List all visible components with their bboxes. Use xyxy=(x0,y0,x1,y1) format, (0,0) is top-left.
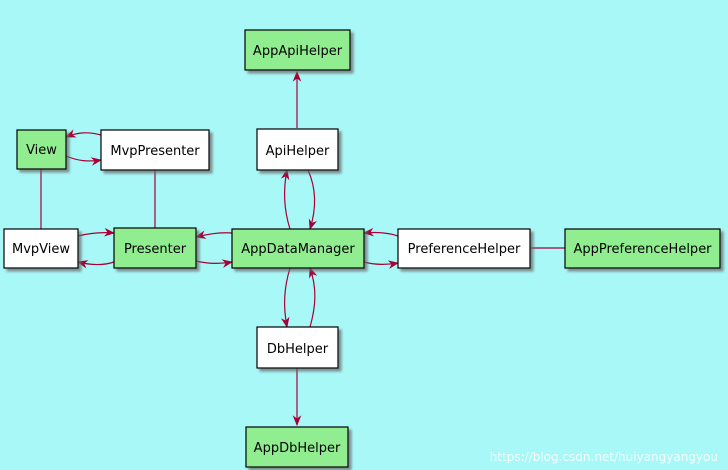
edge-mvpview-to-presenter xyxy=(77,227,116,237)
node-label: MvpView xyxy=(12,242,70,257)
node-label: ApiHelper xyxy=(266,144,330,159)
node-view[interactable]: View xyxy=(16,129,67,170)
node-label: View xyxy=(26,143,57,158)
node-label: DbHelper xyxy=(267,342,329,357)
edge-presenter-to-appdatamanager xyxy=(195,259,234,268)
node-presenter[interactable]: Presenter xyxy=(113,227,197,269)
edge-preferencehelper-to-appdatamanager xyxy=(362,227,399,237)
node-mvp-presenter[interactable]: MvpPresenter xyxy=(100,129,210,171)
node-mvp-view[interactable]: MvpView xyxy=(3,228,79,269)
node-label: AppDbHelper xyxy=(254,441,341,456)
edge-appdatamanager-to-dbhelper xyxy=(280,267,291,329)
edge-appdatamanager-to-presenter xyxy=(194,230,233,239)
node-app-data-manager[interactable]: AppDataManager xyxy=(231,228,365,269)
node-label: AppPreferenceHelper xyxy=(573,242,712,257)
edge-dbhelper-to-appdatamanager xyxy=(309,266,318,328)
node-label: AppApiHelper xyxy=(253,44,343,59)
node-label: PreferenceHelper xyxy=(408,242,521,257)
node-label: MvpPresenter xyxy=(110,144,200,159)
edge-view-to-mvppresenter xyxy=(65,155,103,166)
edge-mvppresenter-to-view xyxy=(64,129,102,138)
node-label: Presenter xyxy=(124,242,187,257)
node-app-preference-helper[interactable]: AppPreferenceHelper xyxy=(564,228,721,269)
edge-presenter-to-mvpview xyxy=(76,260,115,269)
edge-appdatamanager-to-apihelper xyxy=(280,168,291,230)
edge-apihelper-to-appdatamanager xyxy=(307,169,318,231)
node-api-helper[interactable]: ApiHelper xyxy=(256,128,339,171)
watermark: https://blog.csdn.net/huiyangyangyou xyxy=(489,450,718,464)
node-app-api-helper[interactable]: AppApiHelper xyxy=(244,29,351,71)
node-label: AppDataManager xyxy=(241,242,355,257)
edges xyxy=(40,70,565,427)
node-preference-helper[interactable]: PreferenceHelper xyxy=(397,228,531,269)
edge-appdatamanager-to-preferencehelper xyxy=(363,260,400,269)
node-app-db-helper[interactable]: AppDbHelper xyxy=(245,426,349,468)
node-db-helper[interactable]: DbHelper xyxy=(256,326,339,369)
